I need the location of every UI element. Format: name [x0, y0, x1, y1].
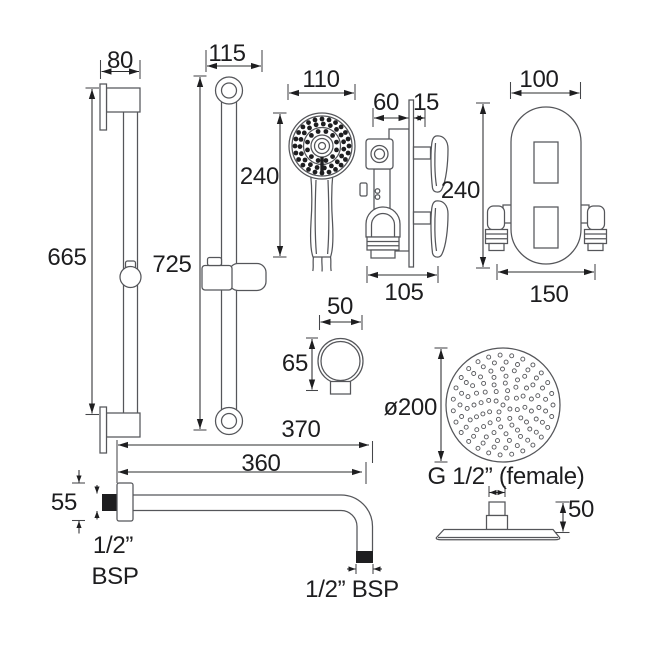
- handset-figure: [273, 84, 356, 272]
- dim-label-handset-height: 240: [239, 163, 279, 190]
- bottom-lever-handle: [430, 200, 449, 258]
- slide-bar-long-figure: [193, 50, 267, 436]
- outlet-spout: [329, 380, 352, 395]
- wall-plate: [408, 99, 415, 268]
- slider-knob: [119, 265, 142, 289]
- dim-label-slide-bar-short-height: 665: [47, 244, 87, 271]
- head-side-profile: [435, 528, 561, 541]
- dim-label-valve-height: 240: [440, 177, 480, 204]
- hose: [312, 256, 315, 272]
- wall-flange: [116, 482, 134, 522]
- handset-spray-holes: [292, 116, 352, 176]
- dim-label-valve-front-footprint: 150: [529, 281, 569, 308]
- dim-label-valve-depth-front: 15: [412, 89, 440, 116]
- valve-trim-plate: [510, 106, 582, 265]
- left-elbow-fitting: [484, 205, 509, 252]
- label-arm-outlet-thread: 1/2” BSP: [305, 576, 399, 603]
- bottom-control: [533, 206, 559, 249]
- head-connector: [488, 501, 506, 517]
- label-arm-wall-thread-size: 1/2”: [92, 532, 134, 559]
- valve-side-figure: [359, 99, 490, 283]
- dim-label-valve-width: 105: [384, 279, 424, 306]
- dim-label-valve-depth-rear: 60: [372, 89, 400, 116]
- bottom-union: [365, 206, 401, 238]
- top-handle-stem: [412, 146, 432, 160]
- fixed-head-figure: [434, 347, 570, 541]
- dim-label-valve-front-width: 100: [519, 66, 559, 93]
- top-control: [533, 141, 559, 184]
- valve-front-figure: [484, 82, 608, 280]
- head-spray-holes: [450, 352, 556, 458]
- wall-outlet-figure: [306, 315, 364, 395]
- bottom-handle-stem: [412, 211, 432, 225]
- dim-label-slide-bar-short-width: 80: [106, 47, 134, 74]
- slide-bar-short-figure: [85, 60, 142, 454]
- dim-label-arm-reach-overall: 370: [281, 416, 321, 443]
- dim-label-outlet-height: 65: [281, 350, 308, 377]
- label-head-thread: G 1/2” (female): [427, 463, 585, 490]
- dim-label-arm-reach: 360: [241, 450, 281, 477]
- handset-handle: [309, 171, 334, 258]
- right-elbow-fitting: [583, 205, 608, 252]
- dim-label-slide-bar-long-width: 115: [208, 40, 246, 67]
- handset-cradle: [228, 262, 267, 292]
- dim-label-head-diameter: ø200: [383, 394, 437, 421]
- outlet-thread: [356, 551, 373, 563]
- shower-arm-figure: [72, 440, 382, 574]
- dim-label-head-depth: 50: [568, 496, 595, 523]
- dim-label-handset-width: 110: [302, 66, 340, 93]
- dim-label-arm-flange: 55: [50, 489, 77, 516]
- wall-thread: [102, 494, 117, 511]
- mode-lever: [320, 157, 324, 174]
- dim-label-slide-bar-long-height: 725: [152, 251, 192, 278]
- label-arm-wall-thread-type: BSP: [91, 563, 139, 590]
- dim-label-outlet-width: 50: [326, 293, 354, 320]
